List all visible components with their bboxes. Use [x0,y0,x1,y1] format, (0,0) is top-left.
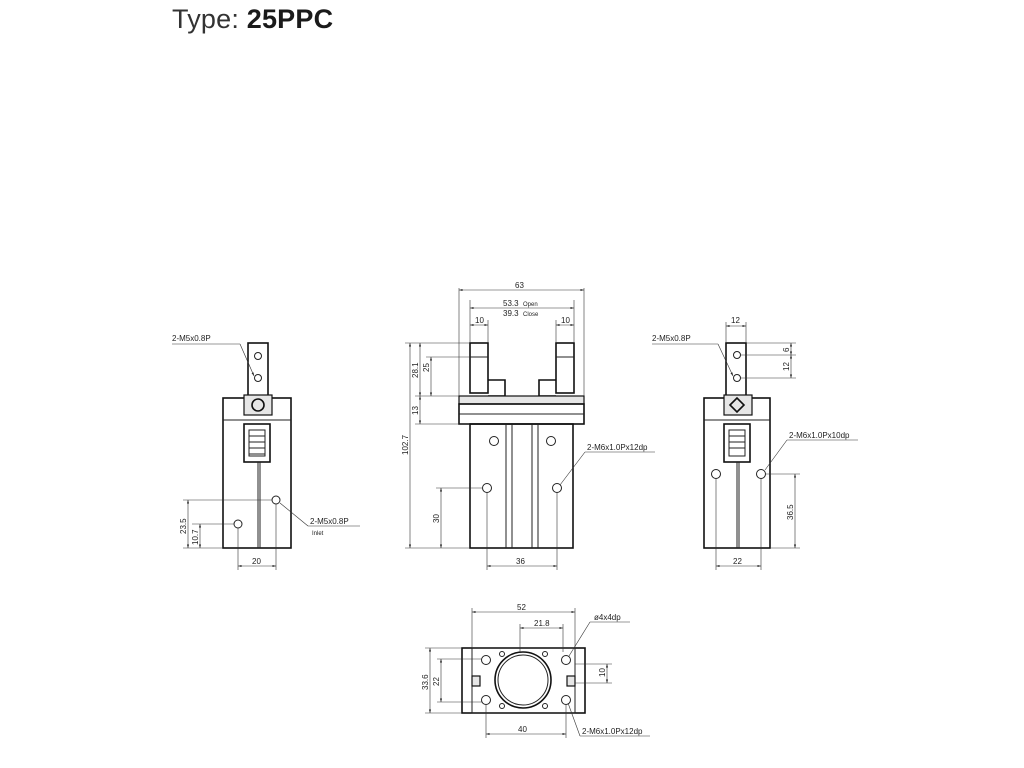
front-jaw-width-left: 10 [475,316,484,325]
front-stroke-open-label: Open [523,302,538,308]
left-base-width: 20 [252,557,261,566]
bottom-height: 33.6 [421,674,430,690]
left-jaw [247,342,269,399]
bottom-bore-dim: 21.8 [534,619,550,628]
bottom-view: 52 21.8 ø4x4dp 33.6 22 10 40 2-M6x1.0Px1… [421,603,650,738]
title-model: 25PPC [246,4,334,34]
front-hole-height: 30 [432,514,441,523]
front-thread-callout: 2-M6x1.0Px12dp [587,443,648,452]
front-stroke-close-label: Close [523,312,539,318]
left-inlet-height: 23.5 [179,518,188,534]
front-body-step: 13 [411,406,420,415]
front-stroke-close: 39.3 [503,309,519,318]
right-jaw-width: 12 [731,316,740,325]
right-thread-callout: 2-M6x1.0Px10dp [789,431,850,440]
left-side-view: 2-M5x0.8P 2-M5x0.8P Inlet 23.5 10.7 20 [172,334,360,570]
bottom-width: 52 [517,603,526,612]
bottom-pin-callout: ø4x4dp [594,613,621,622]
bottom-hole-spacing: 40 [518,725,527,734]
front-width: 63 [515,281,524,290]
left-inlet-label: Inlet [312,531,324,537]
front-height-total: 102.7 [401,434,410,455]
front-jaw-height: 28.1 [411,362,420,378]
right-port-callout: 2-M5x0.8P [652,334,691,343]
title-prefix: Type: [172,4,240,34]
left-port-callout: 2-M5x0.8P [172,334,211,343]
right-hole-height: 36.5 [786,504,795,520]
front-view: 63 53.3 Open 39.3 Close 10 10 102.7 28.1… [401,281,655,570]
page-title: Type: 25PPC [172,4,333,35]
left-inlet-low: 10.7 [191,529,200,545]
front-stroke-open: 53.3 [503,299,519,308]
bottom-inner-height: 22 [432,677,441,686]
bottom-bore [494,651,552,709]
front-body [469,423,574,549]
front-jaw-left [469,342,489,394]
left-inlet-callout: 2-M5x0.8P [310,517,349,526]
right-dim-12: 12 [782,362,791,371]
right-base-width: 22 [733,557,742,566]
right-dim-6: 6 [782,347,791,352]
front-jaw-tip: 25 [422,363,431,372]
front-hole-spacing: 36 [516,557,525,566]
right-side-view: 12 2-M5x0.8P 6 12 2-M6x1.0Px10dp 36.5 22 [652,316,858,570]
bottom-pin-dim: 10 [598,668,607,677]
front-jaw-right [555,342,575,394]
front-jaw-width-right: 10 [561,316,570,325]
bottom-thread-callout: 2-M6x1.0Px12dp [582,727,643,736]
